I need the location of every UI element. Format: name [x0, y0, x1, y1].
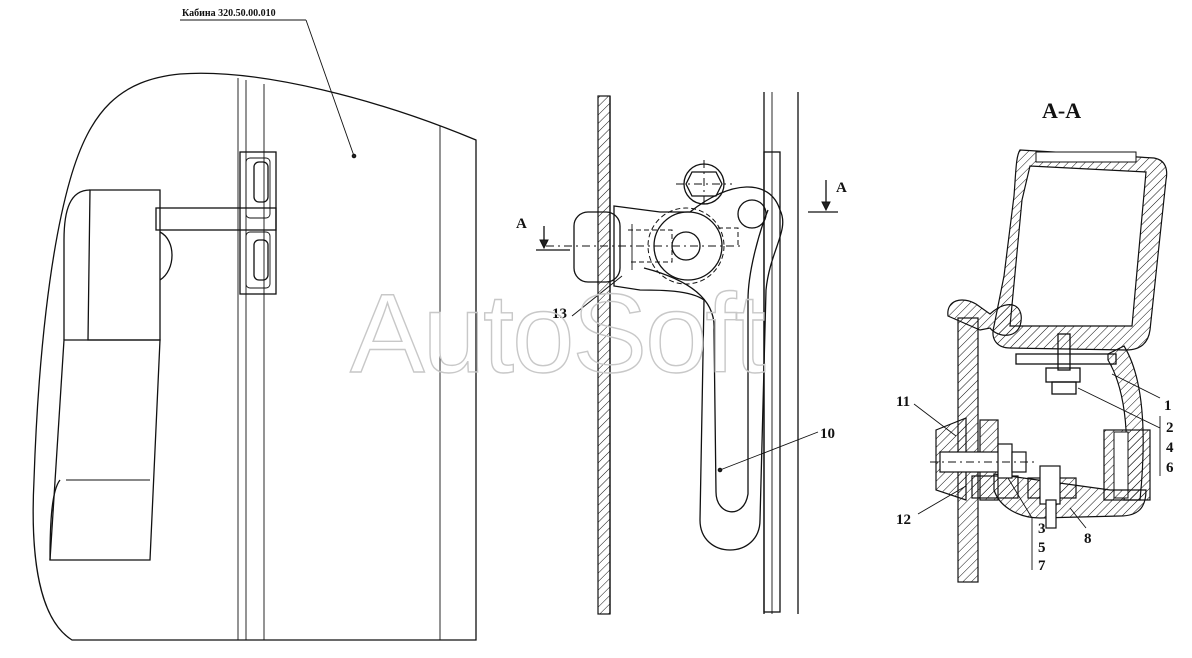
callout-5: 5 — [1038, 540, 1046, 556]
callout-10: 10 — [820, 426, 835, 442]
hinge-plate-view — [546, 92, 799, 615]
section-title: A-A — [1042, 98, 1081, 123]
cab-side-view — [32, 72, 477, 641]
callout-3: 3 — [1038, 521, 1046, 537]
cab-label-leader — [305, 19, 355, 157]
section-aa-view — [930, 149, 1168, 583]
callout-1: 1 — [1164, 398, 1172, 414]
callout-8: 8 — [1084, 531, 1092, 547]
callout-2: 2 — [1166, 420, 1174, 436]
cab-label: Кабина 320.50.00.010 — [182, 8, 276, 19]
callout-4: 4 — [1166, 440, 1174, 456]
watermark: AutoSoft — [350, 271, 766, 396]
callout-11: 11 — [896, 394, 910, 410]
callout-6: 6 — [1166, 460, 1174, 476]
callout-13: 13 — [552, 306, 567, 322]
section-mark-left: A — [516, 216, 527, 232]
callout-12: 12 — [896, 512, 911, 528]
callout-7: 7 — [1038, 558, 1046, 574]
section-mark-right: A — [836, 180, 847, 196]
